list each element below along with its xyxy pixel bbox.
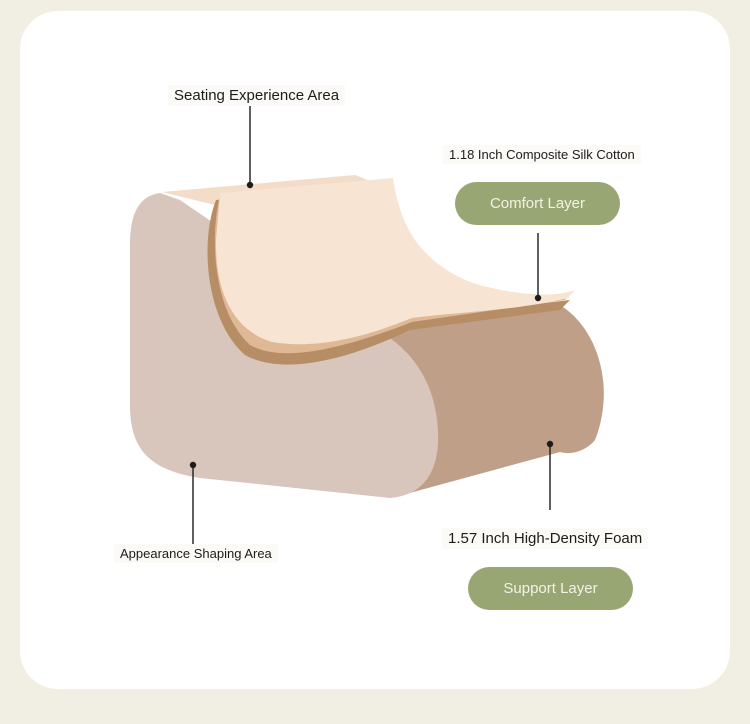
dot-foam [546,440,554,448]
dot-appearance [189,461,197,469]
badge-comfort-layer: Comfort Layer [455,182,620,225]
cushion-edge-dark [207,198,570,365]
badge-support-layer: Support Layer [468,567,633,610]
dot-comfort [534,294,542,302]
dot-seating [246,181,254,189]
label-seating-experience-area: Seating Experience Area [168,85,346,106]
cushion-comfort-layer [215,178,575,345]
label-high-density-foam: 1.57 Inch High-Density Foam [442,528,649,549]
label-appearance-shaping-area: Appearance Shaping Area [114,544,278,563]
label-silk-cotton: 1.18 Inch Composite Silk Cotton [443,145,641,164]
